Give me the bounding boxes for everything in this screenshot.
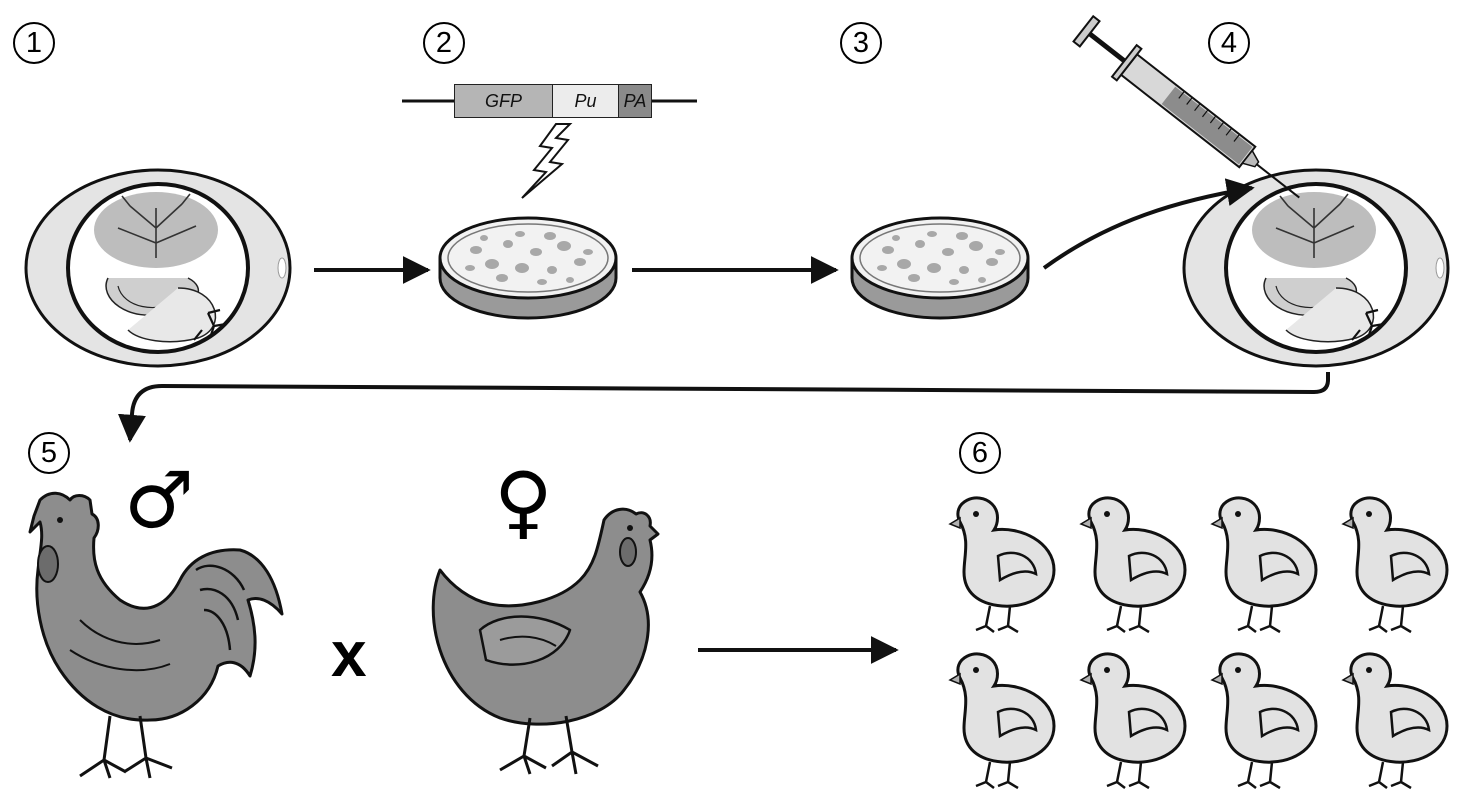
chick-icon bbox=[1341, 652, 1449, 790]
arrow-step4-to-step5 bbox=[117, 372, 1330, 443]
egg-embryo-icon bbox=[1182, 168, 1450, 368]
gfp-segment: GFP bbox=[454, 84, 553, 118]
chick-icon bbox=[1079, 496, 1187, 634]
pu-segment: Pu bbox=[552, 84, 619, 118]
electroporation-lightning-icon bbox=[521, 123, 573, 199]
step-number-1: 1 bbox=[13, 22, 55, 64]
step-number-4: 4 bbox=[1208, 22, 1250, 64]
male-symbol: ♂ bbox=[124, 456, 194, 546]
female-symbol: ♀ bbox=[494, 455, 553, 548]
chick-icon bbox=[948, 652, 1056, 790]
step-number-5: 5 bbox=[28, 432, 70, 474]
petri-dish-icon bbox=[850, 216, 1030, 320]
cross-symbol: x bbox=[331, 618, 367, 690]
rooster-icon bbox=[28, 491, 284, 779]
step-number-2: 2 bbox=[423, 22, 465, 64]
syringe-icon bbox=[1072, 14, 1300, 199]
chick-icon bbox=[1079, 652, 1187, 790]
pa-segment: PA bbox=[618, 84, 652, 118]
chick-icon bbox=[1210, 652, 1318, 790]
offspring-group bbox=[948, 496, 1449, 790]
chick-icon bbox=[1341, 496, 1449, 634]
hen-icon bbox=[431, 507, 660, 775]
step-number-6: 6 bbox=[959, 432, 1001, 474]
chick-icon bbox=[1210, 496, 1318, 634]
arrow-step3-to-step4 bbox=[1042, 178, 1255, 270]
egg-embryo-icon bbox=[24, 168, 292, 368]
step-number-3: 3 bbox=[840, 22, 882, 64]
petri-dish-icon bbox=[438, 216, 618, 320]
chick-icon bbox=[948, 496, 1056, 634]
